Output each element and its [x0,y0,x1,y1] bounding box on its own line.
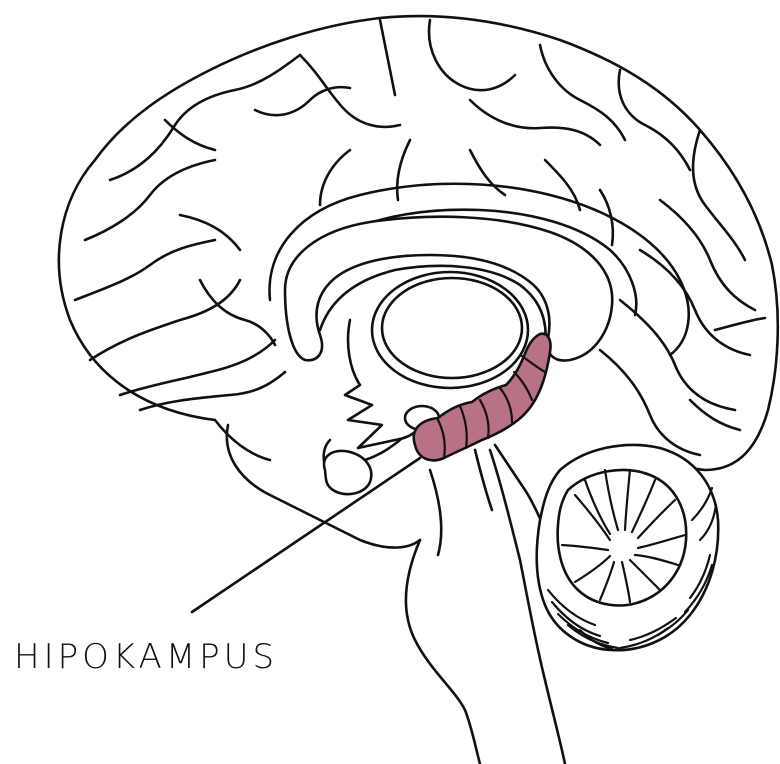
brainstem-front-outline [227,425,420,548]
hippocampus-label: HIPOKAMPUS [14,637,278,677]
pituitary-gland [324,451,371,494]
midbrain-line [475,450,492,510]
cerebellum [537,445,719,650]
label-pointer-line [192,458,420,612]
pons-bulge [430,470,441,555]
temporal-lower-outline [215,420,270,460]
thalamus [372,272,528,388]
brainstem-front-edge [406,540,480,764]
